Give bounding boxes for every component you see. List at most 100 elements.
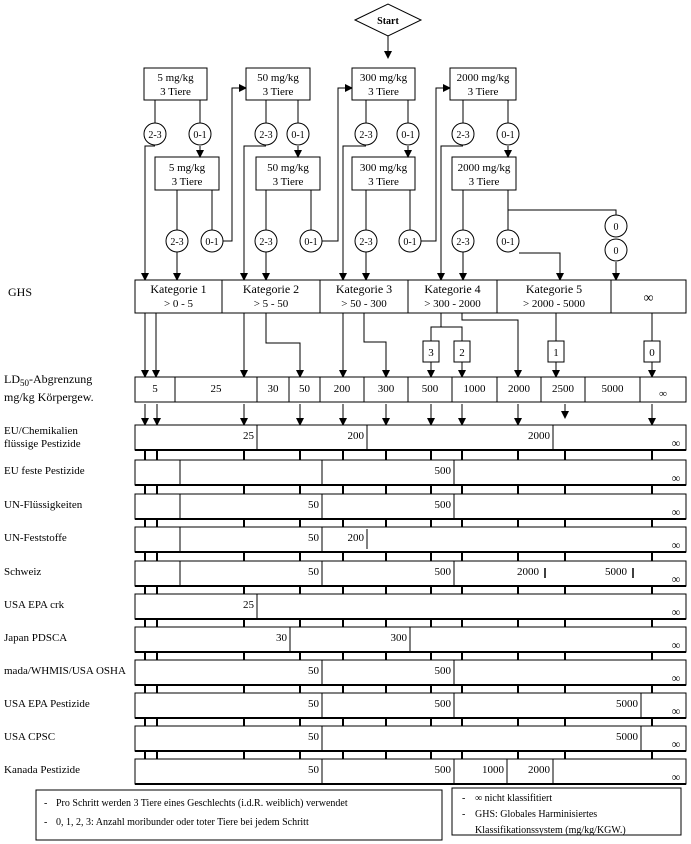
dose-box-step2: [351, 156, 416, 191]
system-band: [134, 758, 687, 785]
connector: [430, 313, 442, 341]
not-classified-symbol: ∞: [672, 436, 681, 450]
arrow: [265, 313, 304, 378]
boundary-value: 50: [308, 499, 320, 511]
not-classified-symbol: ∞: [672, 572, 681, 586]
not-classified-symbol: ∞: [672, 638, 681, 652]
outcome-high-circle: [254, 122, 278, 146]
ld50-value: 2500: [552, 383, 575, 395]
boundary-value: 50: [308, 566, 320, 578]
animals-label: 3 Tiere: [368, 86, 399, 98]
dose-label: 5 mg/kg: [157, 72, 194, 84]
system-label: USA EPA Pestizide: [4, 698, 90, 710]
outcome-high-circle-label: 2-3: [259, 237, 272, 248]
system-label: Schweiz: [4, 566, 41, 578]
arrow-to-ghs: [240, 145, 266, 281]
outcome-low-circle: [496, 122, 520, 146]
connector: [508, 209, 617, 215]
boundary-value: 50: [308, 731, 320, 743]
outcome-low-circle-label: 0-1: [403, 237, 416, 248]
arrow-to-ghs: [437, 145, 463, 281]
boundary-value: 500: [435, 698, 452, 710]
ld50-value: 500: [422, 383, 439, 395]
system-label: USA CPSC: [4, 731, 55, 743]
ld50-cell: [407, 376, 453, 403]
boundary-value: 2000: [528, 764, 551, 776]
animals-label: 3 Tiere: [273, 176, 304, 188]
boundary-value: 50: [308, 698, 320, 710]
dose-box-step1: [351, 67, 416, 101]
system-band: [134, 560, 687, 587]
dose-label: 50 mg/kg: [267, 162, 309, 174]
not-classified-symbol: ∞: [672, 737, 681, 751]
ld50-value: 5000: [602, 383, 625, 395]
boundary-value: 25: [243, 599, 255, 611]
ghs-category-name: Kategorie 1: [150, 282, 206, 296]
bullet: -: [462, 809, 465, 820]
not-classified-symbol: ∞: [672, 505, 681, 519]
animal-count-label: 3: [428, 347, 434, 359]
boundary-value: 1000: [482, 764, 505, 776]
system-band: [134, 493, 687, 520]
bullet: -: [44, 798, 47, 809]
outcome-zero-circle: [604, 238, 628, 262]
bullet: -: [44, 817, 47, 828]
boundary-value: 500: [435, 465, 452, 477]
not-classified-symbol: ∞: [644, 291, 654, 306]
system-label: UN-Feststoffe: [4, 532, 67, 544]
connector: [441, 326, 463, 341]
animals-label: 3 Tiere: [469, 176, 500, 188]
ld50-cell: [540, 376, 586, 403]
dose-label: 5 mg/kg: [169, 162, 206, 174]
outcome-low-circle-label: 0-1: [291, 130, 304, 141]
ghs-category-range: > 300 - 2000: [424, 298, 481, 310]
dose-label: 300 mg/kg: [360, 72, 408, 84]
ld50-value: ∞: [659, 388, 667, 400]
ld50-value: 5: [152, 383, 158, 395]
boundary-value: 2000: [528, 430, 551, 442]
boundary-value: 50: [308, 532, 320, 544]
arrow-to-ghs: [141, 145, 155, 281]
outcome-high-circle: [451, 122, 475, 146]
boundary-value: 50: [308, 764, 320, 776]
outcome-high-circle: [165, 229, 189, 253]
outcome-high-circle: [451, 229, 475, 253]
boundary-value: 200: [348, 532, 365, 544]
arrow-to-ghs: [339, 145, 366, 281]
legend-item: Pro Schritt werden 3 Tiere eines Geschle…: [56, 798, 348, 809]
legend: -Pro Schritt werden 3 Tiere eines Geschl…: [35, 787, 682, 841]
system-band: [134, 459, 687, 486]
ld50-cell: [584, 376, 641, 403]
system-band: [134, 424, 687, 451]
outcome-high-circle-label: 2-3: [456, 237, 469, 248]
system-label: EU/Chemikalien: [4, 425, 78, 437]
ghs-category-cell: [610, 279, 687, 314]
system-band: [134, 593, 687, 620]
dose-label: 2000 mg/kg: [457, 72, 510, 84]
ghs-category-name: Kategorie 3: [336, 282, 392, 296]
ld50-row-label: LD50-Abgrenzung: [4, 372, 92, 388]
dose-box-step2: [451, 156, 517, 191]
outcome-low-circle-label: 0-1: [501, 237, 514, 248]
dose-box-step2: [255, 156, 321, 191]
not-classified-symbol: ∞: [672, 538, 681, 552]
arrow: [363, 313, 390, 378]
ghs-category-name: Kategorie 5: [526, 282, 582, 296]
bullet: -: [462, 793, 465, 804]
system-band: [134, 725, 687, 752]
system-band: [134, 659, 687, 686]
outcome-low-circle-label: 0-1: [193, 130, 206, 141]
outcome-low-circle: [286, 122, 310, 146]
legend-box-left: [35, 789, 443, 841]
ld50-value: 25: [211, 383, 223, 395]
ghs-row-label: GHS: [8, 285, 32, 299]
outcome-low-circle: [188, 122, 212, 146]
